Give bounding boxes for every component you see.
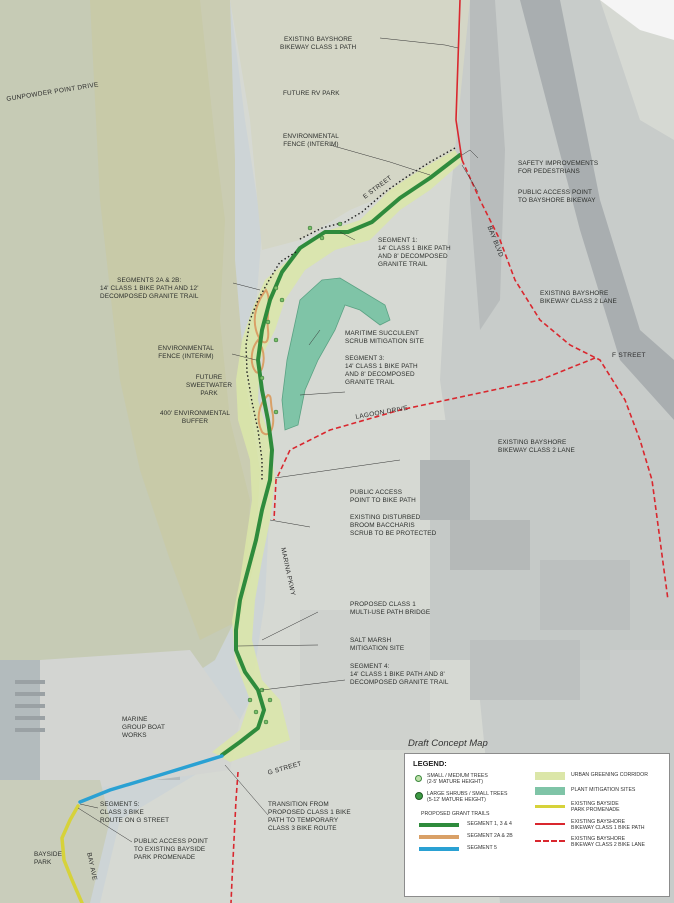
- label-public-access-bayside: PUBLIC ACCESS POINT TO EXISTING BAYSIDE …: [134, 838, 208, 861]
- label-existing-bayshore-class1: EXISTING BAYSHORE BIKEWAY CLASS 1 PATH: [280, 36, 357, 51]
- label-public-access-bike-path: PUBLIC ACCESS POINT TO BIKE PATH: [350, 489, 416, 504]
- legend-seg-1-3-4: SEGMENT 1, 3 & 4: [467, 821, 512, 827]
- legend-small-trees: SMALL / MEDIUM TREES (2-5' MATURE HEIGHT…: [427, 773, 488, 786]
- small-tree-icon: [415, 775, 422, 782]
- label-segment-1: SEGMENT 1: 14' CLASS 1 BIKE PATH AND 8' …: [378, 237, 451, 268]
- label-existing-class2-mid: EXISTING BAYSHORE BIKEWAY CLASS 2 LANE: [498, 439, 575, 454]
- label-segment-5: SEGMENT 5: CLASS 3 BIKE ROUTE ON G STREE…: [100, 801, 170, 824]
- label-future-rv-park: FUTURE RV PARK: [283, 90, 340, 97]
- road-f-street: F STREET: [612, 352, 646, 359]
- label-environmental-buffer: 400' ENVIRONMENTAL BUFFER: [160, 410, 231, 425]
- label-bayside-park: BAYSIDE PARK: [34, 851, 62, 866]
- class1-path-swatch: [535, 823, 565, 825]
- label-existing-disturbed: EXISTING DISTURBED BROOM BACCHARIS SCRUB…: [350, 514, 437, 537]
- label-env-fence-mid: ENVIRONMENTAL FENCE (INTERIM): [158, 345, 214, 360]
- plant-mitigation-swatch: [535, 787, 565, 795]
- label-proposed-bridge: PROPOSED CLASS 1 MULTI-USE PATH BRIDGE: [350, 601, 431, 616]
- legend-large-shrubs: LARGE SHRUBS / SMALL TREES (5-12' MATURE…: [427, 791, 508, 804]
- label-safety-improvements: SAFETY IMPROVEMENTS FOR PEDESTRIANS: [518, 160, 599, 175]
- label-segment-4: SEGMENT 4: 14' CLASS 1 BIKE PATH AND 8' …: [350, 663, 449, 686]
- label-salt-marsh: SALT MARSH MITIGATION SITE: [350, 637, 405, 652]
- label-existing-class2-top: EXISTING BAYSHORE BIKEWAY CLASS 2 LANE: [540, 290, 617, 305]
- label-future-sweetwater-park: FUTURE SWEETWATER PARK: [186, 374, 233, 397]
- segment-5-swatch: [419, 847, 459, 851]
- legend-seg-5: SEGMENT 5: [467, 845, 497, 851]
- legend-class1-path: EXISTING BAYSHORE BIKEWAY CLASS 1 BIKE P…: [571, 819, 645, 832]
- urban-greening-swatch: [535, 772, 565, 780]
- large-shrub-icon: [415, 792, 423, 800]
- legend-urban-greening: URBAN GREENING CORRIDOR: [571, 772, 648, 778]
- label-env-fence-top: ENVIRONMENTAL FENCE (INTERIM): [283, 133, 339, 148]
- class2-lane-swatch: [535, 840, 565, 842]
- bayside-promenade-swatch: [535, 805, 565, 808]
- legend-class2-lane: EXISTING BAYSHORE BIKEWAY CLASS 2 BIKE L…: [571, 836, 645, 849]
- legend: LEGEND: SMALL / MEDIUM TREES (2-5' MATUR…: [404, 753, 670, 897]
- legend-plant-mitigation: PLANT MITIGATION SITES: [571, 787, 636, 793]
- label-public-access-bayshore: PUBLIC ACCESS POINT TO BAYSHORE BIKEWAY: [518, 189, 596, 204]
- legend-seg-2a-2b: SEGMENT 2A & 2B: [467, 833, 513, 839]
- legend-title: LEGEND:: [413, 759, 447, 768]
- segment-2a-2b-swatch: [419, 835, 459, 839]
- label-transition: TRANSITION FROM PROPOSED CLASS 1 BIKE PA…: [268, 801, 351, 832]
- legend-proposed-trails: PROPOSED GRANT TRAILS: [421, 811, 490, 817]
- legend-bayside-promenade: EXISTING BAYSIDE PARK PROMENADE: [571, 801, 620, 814]
- label-segment-3: SEGMENT 3: 14' CLASS 1 BIKE PATH AND 8' …: [345, 355, 418, 386]
- label-segments-2a-2b: SEGMENTS 2A & 2B: 14' CLASS 1 BIKE PATH …: [100, 277, 199, 300]
- label-maritime-succulent: MARITIME SUCCULENT SCRUB MITIGATION SITE: [345, 330, 425, 345]
- segment-1-3-4-swatch: [419, 823, 459, 827]
- map-title: Draft Concept Map: [408, 738, 488, 749]
- label-marine-group-boat-works: MARINE GROUP BOAT WORKS: [122, 716, 166, 739]
